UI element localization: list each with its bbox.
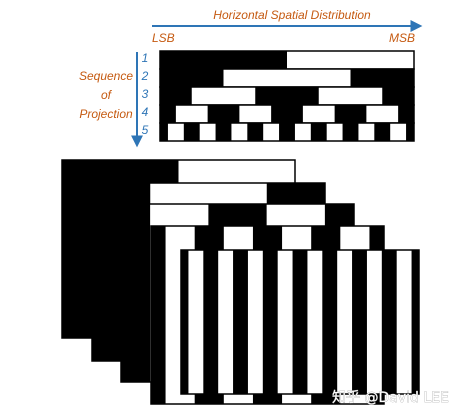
dark-stripe [207, 105, 240, 123]
dark-stripe [411, 250, 419, 394]
dark-stripe [310, 123, 327, 141]
dark-stripe [381, 250, 397, 394]
code-row-4 [159, 104, 415, 124]
dark-stripe [233, 250, 248, 394]
dark-stripe [160, 69, 224, 87]
side-label-projection: Projection [79, 107, 133, 121]
stripe-border [159, 122, 415, 142]
dark-stripe [160, 51, 287, 69]
sequence-number-3: 3 [142, 87, 149, 101]
dark-stripe [160, 105, 176, 123]
dark-stripe [247, 123, 264, 141]
dark-stripe [352, 250, 367, 394]
dark-stripe [262, 250, 278, 394]
dark-stripe [406, 123, 414, 141]
sequence-number-4: 4 [142, 105, 149, 119]
dark-stripe [350, 69, 414, 87]
dark-stripe [151, 226, 166, 404]
code-row-1 [159, 50, 415, 70]
dark-stripe [160, 123, 168, 141]
dark-stripe [342, 123, 359, 141]
side-label-sequence: Sequence [79, 69, 133, 83]
dark-stripe [255, 87, 319, 105]
sequence-number-2: 2 [141, 69, 149, 83]
side-label-of: of [101, 88, 113, 102]
projection-pattern-5 [180, 249, 420, 395]
projection-pattern-stack [61, 159, 420, 405]
dark-stripe [181, 250, 189, 394]
stripe-border [180, 249, 420, 395]
lsb-label: LSB [152, 31, 175, 45]
dark-stripe [160, 87, 192, 105]
watermark-text: 知乎 @David LEE [332, 389, 449, 406]
dark-stripe [279, 123, 295, 141]
sequence-number-5: 5 [142, 123, 149, 137]
gray-code-table [159, 50, 415, 142]
code-row-2 [159, 68, 415, 88]
code-row-5 [159, 122, 415, 142]
dark-stripe [215, 123, 232, 141]
dark-stripe [322, 250, 338, 394]
msb-label: MSB [389, 31, 415, 45]
dark-stripe [271, 105, 303, 123]
dark-stripe [374, 123, 391, 141]
dark-stripe [203, 250, 219, 394]
dark-stripe [292, 250, 308, 394]
dark-stripe [183, 123, 200, 141]
dark-stripe [121, 204, 151, 382]
dark-stripe [398, 105, 415, 123]
dark-stripe [334, 105, 367, 123]
dark-stripe [382, 87, 414, 105]
axis-title: Horizontal Spatial Distribution [213, 8, 371, 22]
sequence-number-1: 1 [142, 51, 149, 65]
code-row-3 [159, 86, 415, 106]
